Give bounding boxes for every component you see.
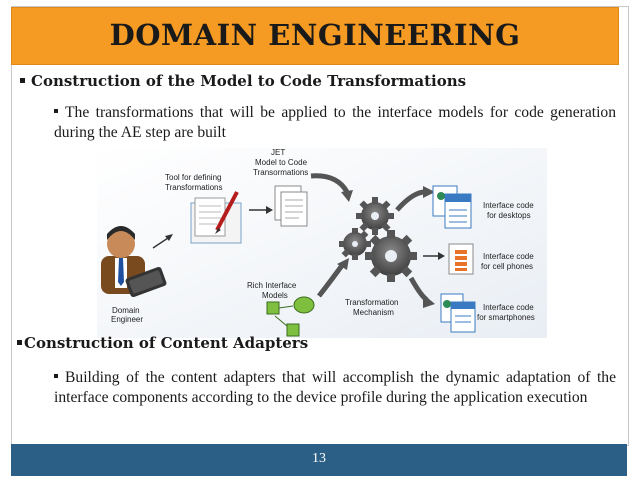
heading-1-text: Construction of the Model to Code Transf… — [31, 72, 467, 90]
smart-label-2: for smartphones — [477, 313, 535, 322]
curved-arrow-icon — [310, 173, 353, 202]
paragraph-2-text: Building of the content adapters that wi… — [54, 369, 616, 406]
gears-icon — [339, 197, 417, 282]
domain-engineer-icon — [101, 226, 167, 298]
engineer-label-1: Domain — [112, 306, 140, 315]
jet-label-1: JET — [271, 148, 285, 157]
paragraph-content-adapters: Building of the content adapters that wi… — [54, 368, 616, 408]
smart-label-1: Interface code — [483, 303, 534, 312]
arrow-icon — [249, 206, 273, 214]
model-shapes-icon — [266, 296, 315, 337]
curved-arrow-icon — [395, 186, 435, 212]
diagram-svg: Domain Engineer Tool for defining Transf… — [97, 148, 547, 338]
jet-label-2: Model to Code — [255, 158, 308, 167]
documents-icon — [274, 185, 308, 227]
curved-arrow-icon — [317, 258, 349, 298]
tool-label-1: Tool for defining — [165, 173, 221, 182]
desktop-label-2: for desktops — [487, 211, 531, 220]
paragraph-transformations: The transformations that will be applied… — [54, 103, 616, 143]
engineer-label-2: Engineer — [111, 315, 143, 324]
footer-bar: 13 — [11, 444, 627, 476]
jet-label-3: Transormations — [253, 168, 308, 177]
mechanism-label-1: Transformation — [345, 298, 399, 307]
mechanism-label-2: Mechanism — [353, 308, 394, 317]
desktop-code-icon — [432, 185, 472, 229]
smartphone-code-icon — [440, 293, 476, 333]
rich-label-2: Models — [262, 291, 288, 300]
bullet-square-icon — [54, 109, 58, 114]
arrow-icon — [152, 234, 173, 249]
pen-and-paper-icon — [190, 191, 242, 244]
desktop-label-1: Interface code — [483, 201, 534, 210]
cellphone-code-icon — [448, 243, 474, 275]
bullet-square-icon — [54, 374, 58, 379]
bullet-square-icon — [17, 339, 22, 345]
tool-label-2: Transformations — [165, 183, 223, 192]
page-number: 13 — [312, 451, 326, 466]
slide-title: DOMAIN ENGINEERING — [109, 18, 521, 52]
heading-content-adapters: Construction of Content Adapters — [17, 334, 308, 352]
cell-label-1: Interface code — [483, 252, 534, 261]
bullet-square-icon — [20, 77, 25, 83]
heading-2-text: Construction of Content Adapters — [24, 334, 309, 352]
cell-label-2: for cell phones — [481, 262, 533, 271]
curved-arrow-icon — [408, 276, 435, 308]
rich-label-1: Rich Interface — [247, 281, 297, 290]
title-bar: DOMAIN ENGINEERING — [11, 7, 619, 65]
arrow-icon — [423, 252, 445, 260]
domain-engineering-diagram: Domain Engineer Tool for defining Transf… — [97, 148, 547, 338]
heading-model-to-code: Construction of the Model to Code Transf… — [20, 72, 466, 90]
paragraph-1-text: The transformations that will be applied… — [54, 104, 616, 141]
